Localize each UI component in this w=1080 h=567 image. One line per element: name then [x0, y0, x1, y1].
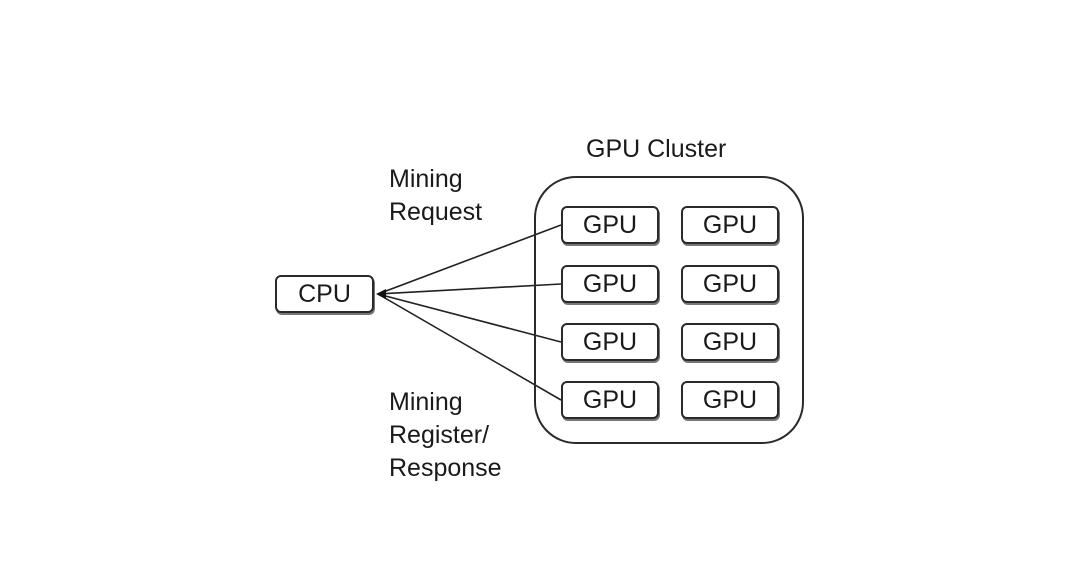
cpu-node: CPU — [275, 275, 374, 313]
gpu-node: GPU — [561, 206, 659, 244]
req-label-line-1: Mining — [389, 165, 463, 193]
resp-label-line-2: Register/ — [389, 421, 490, 449]
gpu-node: GPU — [561, 265, 659, 303]
edge-gpu-1 — [377, 224, 562, 295]
mining-request-label: Mining Request — [389, 163, 482, 229]
req-label-line-2: Request — [389, 198, 483, 226]
gpu-cluster — [534, 176, 804, 444]
cluster-title: GPU Cluster — [586, 135, 727, 163]
resp-label-line-1: Mining — [389, 388, 463, 416]
mining-register-response-label: Mining Register/ Response — [389, 386, 502, 485]
gpu-node: GPU — [561, 323, 659, 361]
gpu-node: GPU — [681, 265, 779, 303]
gpu-node: GPU — [561, 381, 659, 419]
resp-label-line-3: Response — [389, 454, 502, 482]
arrowhead-cpu — [376, 289, 386, 299]
edge-gpu-2 — [377, 283, 562, 295]
gpu-node: GPU — [681, 381, 779, 419]
gpu-node: GPU — [681, 206, 779, 244]
edge-gpu-3 — [377, 293, 562, 343]
gpu-node: GPU — [681, 323, 779, 361]
edge-gpu-4 — [377, 293, 562, 401]
